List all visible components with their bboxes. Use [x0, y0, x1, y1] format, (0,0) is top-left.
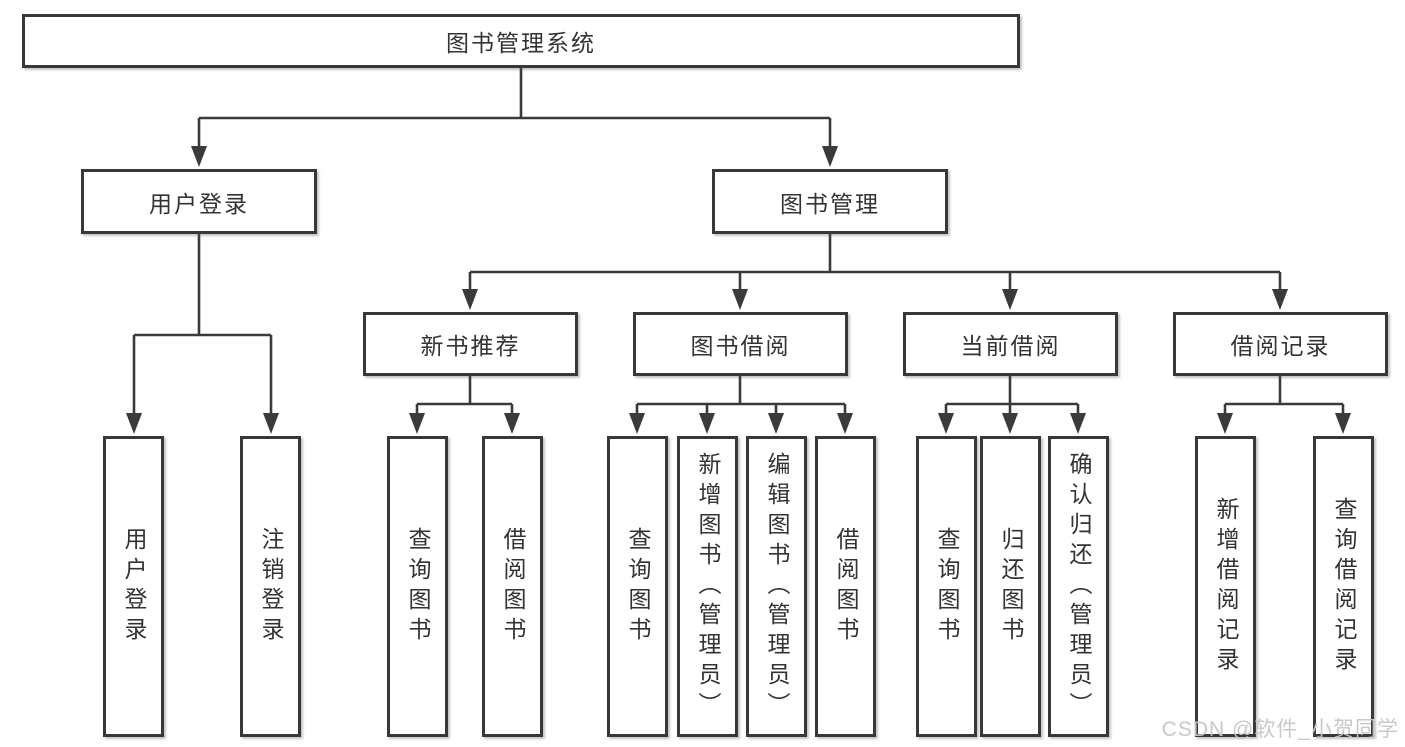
leaf-user-login: 用户登录	[103, 436, 164, 737]
leaf-label: 编辑图书（管理员）	[764, 451, 790, 722]
node-label: 图书借阅	[690, 333, 791, 359]
node-label: 图书管理	[780, 190, 880, 217]
node-label: 用户登录	[149, 190, 249, 217]
leaf-borrow-books: 借阅图书	[815, 436, 876, 737]
leaf-add-borrow-record: 新增借阅记录	[1195, 436, 1256, 737]
node-new-book-recommendation: 新书推荐	[363, 312, 578, 376]
leaf-query-books-borrowing: 查询图书	[607, 436, 668, 737]
node-label: 图书管理系统	[446, 30, 596, 56]
node-user-login: 用户登录	[81, 169, 317, 234]
leaf-label: 查询图书	[625, 526, 651, 647]
leaf-edit-books-admin: 编辑图书（管理员）	[746, 436, 807, 737]
csdn-watermark: CSDN @软件_小贺同学	[1161, 718, 1399, 741]
leaf-return-books: 归还图书	[980, 436, 1041, 737]
leaf-label: 确认归还（管理员）	[1066, 451, 1092, 722]
leaf-add-books-admin: 新增图书（管理员）	[677, 436, 738, 737]
node-library-management-system: 图书管理系统	[22, 14, 1020, 68]
node-label: 新书推荐	[420, 333, 521, 359]
node-label: 借阅记录	[1230, 333, 1331, 359]
node-current-borrowing: 当前借阅	[903, 312, 1118, 376]
leaf-query-borrow-record: 查询借阅记录	[1313, 436, 1374, 737]
leaf-label: 查询图书	[934, 526, 960, 647]
node-borrowing-records: 借阅记录	[1173, 312, 1388, 376]
leaf-query-books-current: 查询图书	[916, 436, 977, 737]
leaf-label: 归还图书	[998, 526, 1024, 647]
leaf-label: 注销登录	[258, 526, 284, 647]
node-book-management: 图书管理	[712, 169, 948, 234]
leaf-confirm-return-admin: 确认归还（管理员）	[1048, 436, 1109, 737]
leaf-query-books-recommend: 查询图书	[387, 436, 448, 737]
leaf-label: 新增图书（管理员）	[695, 451, 721, 722]
leaf-logout: 注销登录	[240, 436, 301, 737]
leaf-label: 查询借阅记录	[1331, 496, 1357, 677]
leaf-borrow-books-recommend: 借阅图书	[482, 436, 543, 737]
node-book-borrowing: 图书借阅	[633, 312, 848, 376]
leaf-label: 借阅图书	[833, 526, 859, 647]
leaf-label: 查询图书	[405, 526, 431, 647]
node-label: 当前借阅	[960, 333, 1061, 359]
leaf-label: 用户登录	[121, 526, 147, 647]
leaf-label: 新增借阅记录	[1213, 496, 1239, 677]
leaf-label: 借阅图书	[500, 526, 526, 647]
